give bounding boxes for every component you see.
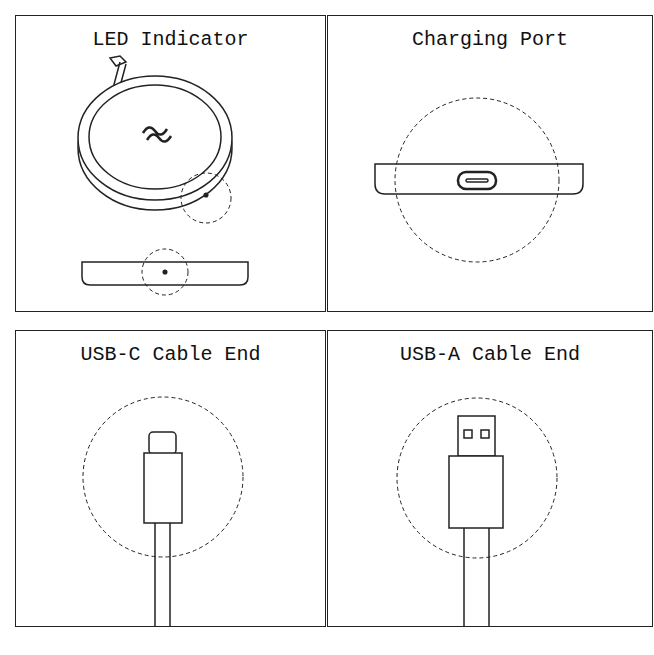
pad-rim — [78, 76, 232, 200]
logo — [143, 127, 171, 141]
usb-c-port — [458, 172, 496, 189]
panel-title: USB-A Cable End — [328, 343, 652, 366]
led-dot — [163, 270, 167, 274]
connector-body — [144, 453, 182, 523]
usb-a-window — [464, 430, 472, 438]
connector-body — [449, 456, 503, 528]
usb-a-window — [481, 430, 489, 438]
panel-title: USB-C Cable End — [16, 343, 325, 366]
panel-box: USB-A Cable End — [327, 330, 653, 627]
callout-circle — [397, 398, 557, 558]
callout-circle — [83, 397, 243, 557]
pad-side — [82, 262, 248, 285]
panel-title: LED Indicator — [16, 28, 325, 51]
cable-plug — [110, 56, 126, 66]
cable — [155, 523, 170, 626]
usb-a-tip — [458, 416, 495, 456]
callout-circle — [181, 173, 231, 223]
pad-side — [375, 164, 583, 194]
led-dot — [204, 193, 208, 197]
callout-circle — [142, 249, 188, 295]
cable — [464, 528, 489, 626]
panel-box: Charging Port — [327, 15, 653, 312]
callout-circle — [395, 98, 559, 262]
panel-title: Charging Port — [328, 28, 652, 51]
usb-c-tip — [149, 432, 176, 454]
panel-box: USB-C Cable End — [15, 330, 326, 627]
port-tongue — [466, 179, 488, 182]
panel-box: LED Indicator — [15, 15, 326, 312]
